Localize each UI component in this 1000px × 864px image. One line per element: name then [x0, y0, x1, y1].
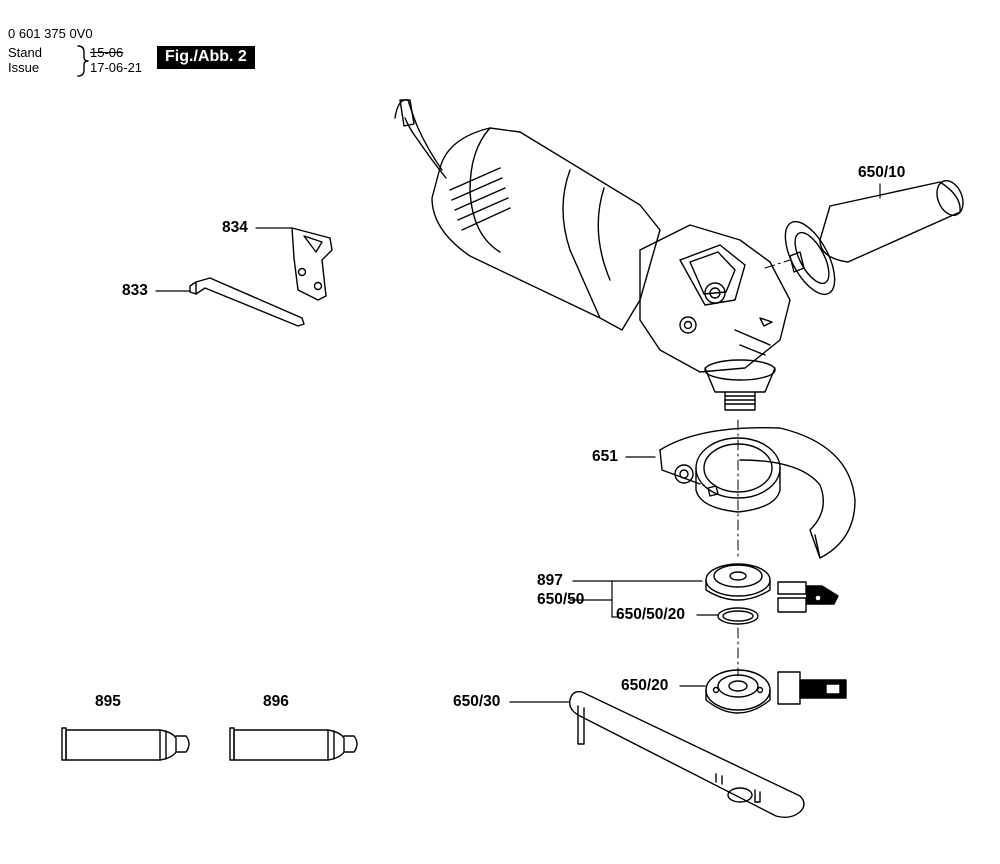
assembly-axis — [737, 259, 791, 677]
part-label-833: 833 — [122, 282, 148, 299]
figure-tag: Fig./Abb. 2 — [157, 46, 255, 69]
stand-label: Stand — [8, 45, 42, 60]
header-brace — [77, 45, 89, 77]
issue-date: 17-06-21 — [90, 60, 143, 75]
hex-key-833 — [189, 277, 305, 327]
bracket-clip-834 — [291, 227, 333, 301]
leader-lines — [155, 183, 881, 703]
part-label-896: 896 — [263, 693, 289, 710]
mounting-detail-icon — [777, 581, 839, 613]
wheel-guard-651 — [659, 426, 856, 559]
spanner-650-30 — [569, 690, 805, 819]
part-label-650-30: 650/30 — [453, 693, 501, 710]
part-label-650-50-20: 650/50/20 — [616, 606, 685, 623]
grease-tube-896 — [229, 727, 358, 761]
angle-grinder-body — [394, 99, 791, 411]
part-label-895: 895 — [95, 693, 121, 710]
grease-tube-895 — [61, 727, 190, 761]
clamping-nut-650-20 — [705, 669, 771, 714]
nut-detail-icon — [777, 671, 847, 705]
side-handle-650-10 — [784, 180, 964, 296]
flange-nut-897 — [705, 563, 771, 601]
part-label-897: 897 — [537, 572, 563, 589]
part-label-650-20: 650/20 — [621, 677, 669, 694]
part-label-650-50: 650/50 — [537, 591, 585, 608]
stand-date: 15-06 — [90, 45, 124, 60]
document-number: 0 601 375 0V0 — [8, 26, 93, 41]
issue-label: Issue — [8, 60, 40, 75]
part-label-651: 651 — [592, 448, 618, 465]
part-label-650-10: 650/10 — [858, 164, 906, 181]
part-label-834: 834 — [222, 219, 248, 236]
o-ring-650-50-20 — [717, 607, 759, 625]
